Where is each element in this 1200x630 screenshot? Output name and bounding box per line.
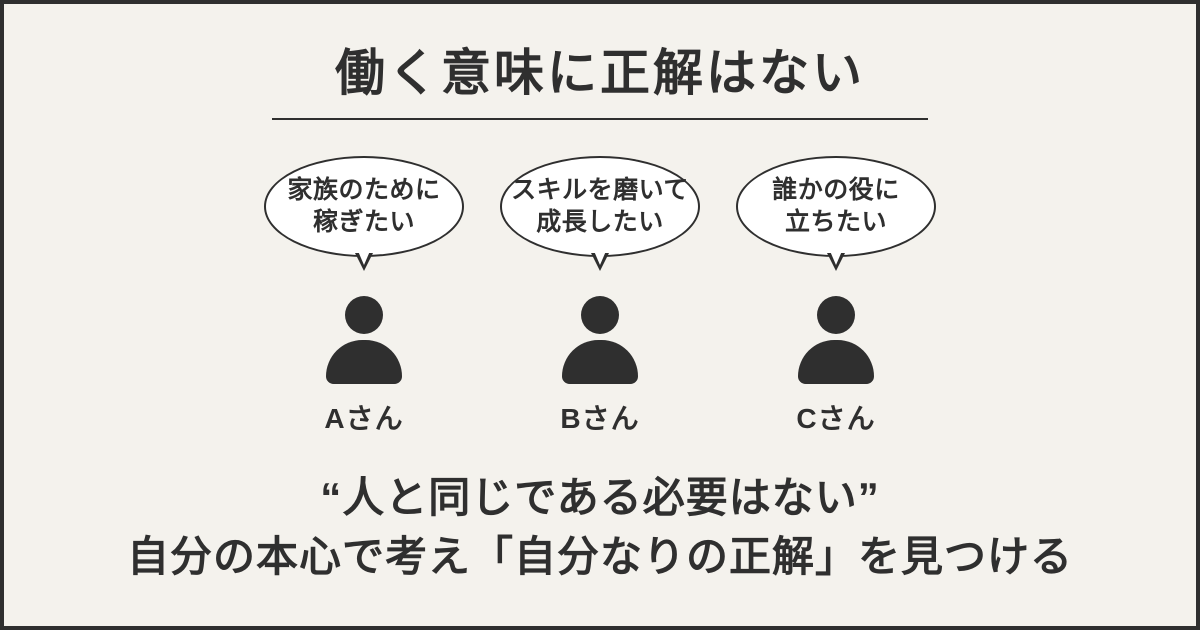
speech-bubble-a-line2: 稼ぎたい [312, 207, 415, 236]
speech-bubble-a: 家族のために 稼ぎたい [264, 156, 464, 257]
speech-bubble-b-line2: 成長したい [536, 207, 664, 236]
speech-bubble-c-line2: 立ちたい [784, 207, 887, 236]
speech-bubble-a-line1: 家族のために [287, 176, 441, 204]
people-row: 家族のために 稼ぎたい Aさん スキルを磨いて 成長したい Bさん 誰かの役に [261, 156, 939, 437]
person-icon-body [562, 340, 638, 384]
person-name-b: Bさん [560, 403, 640, 434]
person-icon [798, 296, 874, 384]
speech-bubble-c-line1: 誰かの役に [772, 176, 900, 204]
person-icon-body [326, 340, 402, 384]
conclusion-line-1: “人と同じである必要はない” [320, 474, 880, 521]
conclusion-line-2: 自分の本心で考え「自分なりの正解」を見つける [126, 532, 1073, 580]
person-icon [562, 296, 638, 384]
page-title: 働く意味に正解はない [335, 45, 865, 101]
person-name-a: Aさん [324, 403, 404, 434]
person-column-b: スキルを磨いて 成長したい Bさん [497, 156, 703, 437]
speech-bubble-c: 誰かの役に 立ちたい [736, 156, 936, 257]
speech-bubble-b: スキルを磨いて 成長したい [500, 156, 700, 257]
person-icon-head [581, 296, 619, 334]
person-icon-body [798, 340, 874, 384]
person-icon [326, 296, 402, 384]
person-icon-head [345, 296, 383, 334]
person-column-a: 家族のために 稼ぎたい Aさん [261, 156, 467, 437]
conclusion-text: “人と同じである必要はない” 自分の本心で考え「自分なりの正解」を見つける [127, 469, 1073, 587]
person-name-c: Cさん [796, 403, 876, 434]
person-column-c: 誰かの役に 立ちたい Cさん [733, 156, 939, 437]
speech-bubble-b-line1: スキルを磨いて [511, 176, 689, 204]
title-underline [272, 118, 928, 120]
person-icon-head [817, 296, 855, 334]
